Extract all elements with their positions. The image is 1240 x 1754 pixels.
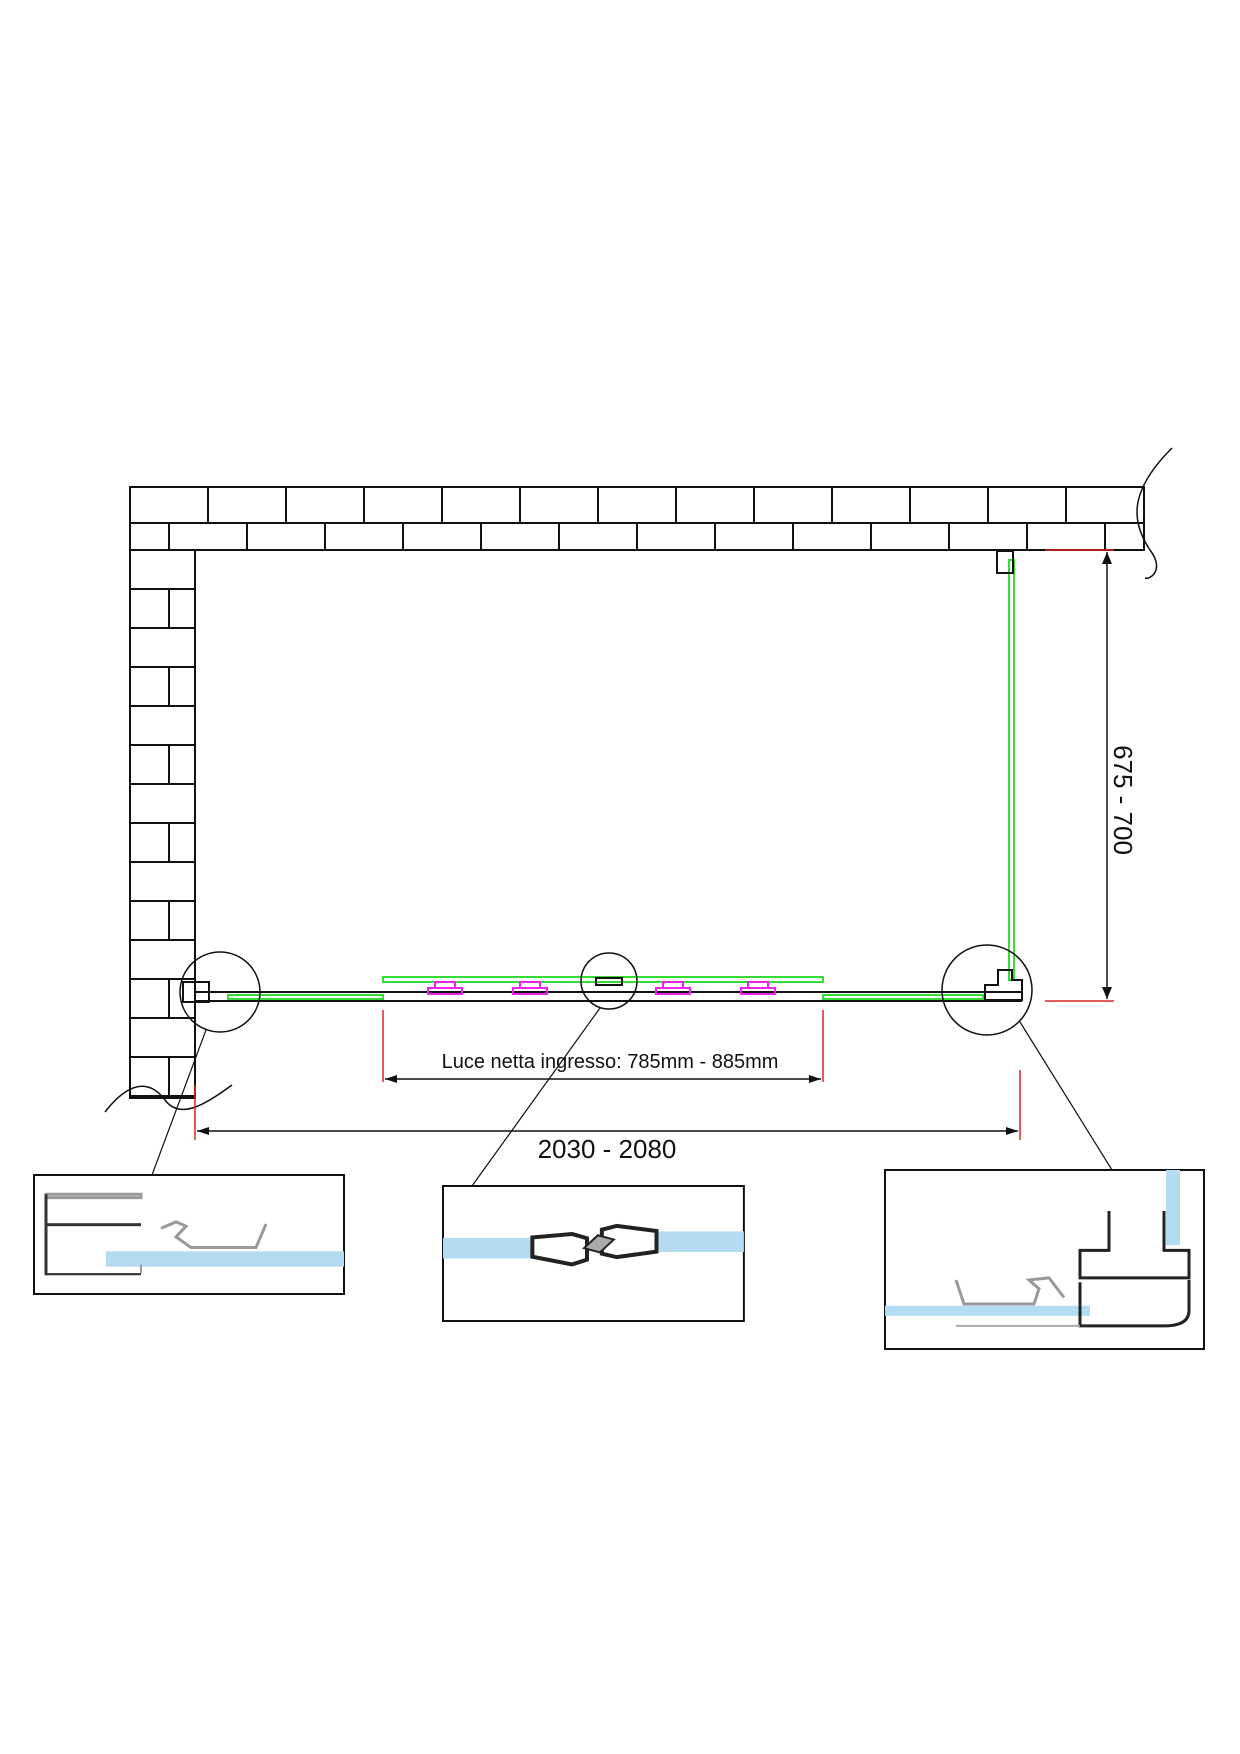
brick (558, 522, 638, 551)
brick (129, 1056, 170, 1097)
detail-box-left (34, 1175, 344, 1294)
door-roller (512, 981, 548, 995)
brick (129, 549, 196, 590)
detail-box-middle (443, 1186, 744, 1321)
brick (129, 486, 209, 524)
door-roller (655, 981, 691, 995)
entrance-label: Luce netta ingresso: 785mm - 885mm (442, 1051, 779, 1073)
brick (1104, 522, 1145, 551)
brick (285, 486, 365, 524)
brick (168, 588, 196, 629)
brick (129, 666, 170, 707)
brick (441, 486, 521, 524)
brick (753, 486, 833, 524)
brick (480, 522, 560, 551)
brick (168, 666, 196, 707)
brick-walls (129, 486, 1145, 1099)
depth-label: 675 - 700 (1108, 745, 1138, 855)
detail-circle-right (941, 944, 1033, 1036)
brick (324, 522, 404, 551)
dimension-entrance: Luce netta ingresso: 785mm - 885mm (382, 1010, 824, 1083)
brick (519, 486, 599, 524)
fixed-glass-right (822, 994, 984, 1000)
brick (948, 522, 1028, 551)
brick (129, 822, 170, 863)
brick (909, 486, 989, 524)
brick (129, 627, 196, 668)
door-roller (427, 981, 463, 995)
brick (129, 900, 170, 941)
brick (129, 783, 196, 824)
magnetic-seal (595, 977, 623, 986)
brick (168, 744, 196, 785)
brick (363, 486, 443, 524)
width-label: 2030 - 2080 (538, 1134, 677, 1164)
dimension-width: 2030 - 2080 (194, 1070, 1021, 1164)
wall-break-bottom-left (104, 1084, 233, 1113)
brick (129, 705, 196, 746)
brick (1026, 522, 1106, 551)
detail-box-right (885, 1170, 1204, 1349)
fixed-glass-left (227, 994, 384, 1000)
wall-break-top-right (1136, 447, 1173, 579)
detail-circle-middle (580, 952, 638, 1010)
door-roller (740, 981, 776, 995)
detail-circle-left (179, 951, 261, 1033)
brick (636, 522, 716, 551)
corner-profile (984, 969, 1023, 1001)
brick (168, 900, 196, 941)
side-panel-glass (1008, 559, 1015, 981)
brick (129, 978, 170, 1019)
brick (168, 1056, 196, 1097)
shower-enclosure (151, 550, 1113, 1187)
brick (246, 522, 326, 551)
dimension-depth: 675 - 700 (1045, 549, 1138, 1002)
brick (168, 822, 196, 863)
brick (870, 522, 950, 551)
brick (597, 486, 677, 524)
brick (129, 861, 196, 902)
brick (402, 522, 482, 551)
brick (129, 744, 170, 785)
brick (831, 486, 911, 524)
wall-profile-left (182, 981, 210, 1003)
brick (207, 486, 287, 524)
brick (714, 522, 794, 551)
brick (129, 1017, 196, 1058)
brick (987, 486, 1067, 524)
brick (675, 486, 755, 524)
brick (792, 522, 872, 551)
brick (129, 522, 170, 551)
brick (1065, 486, 1145, 524)
wall-profile-top (996, 550, 1014, 574)
brick (168, 522, 248, 551)
brick (129, 588, 170, 629)
